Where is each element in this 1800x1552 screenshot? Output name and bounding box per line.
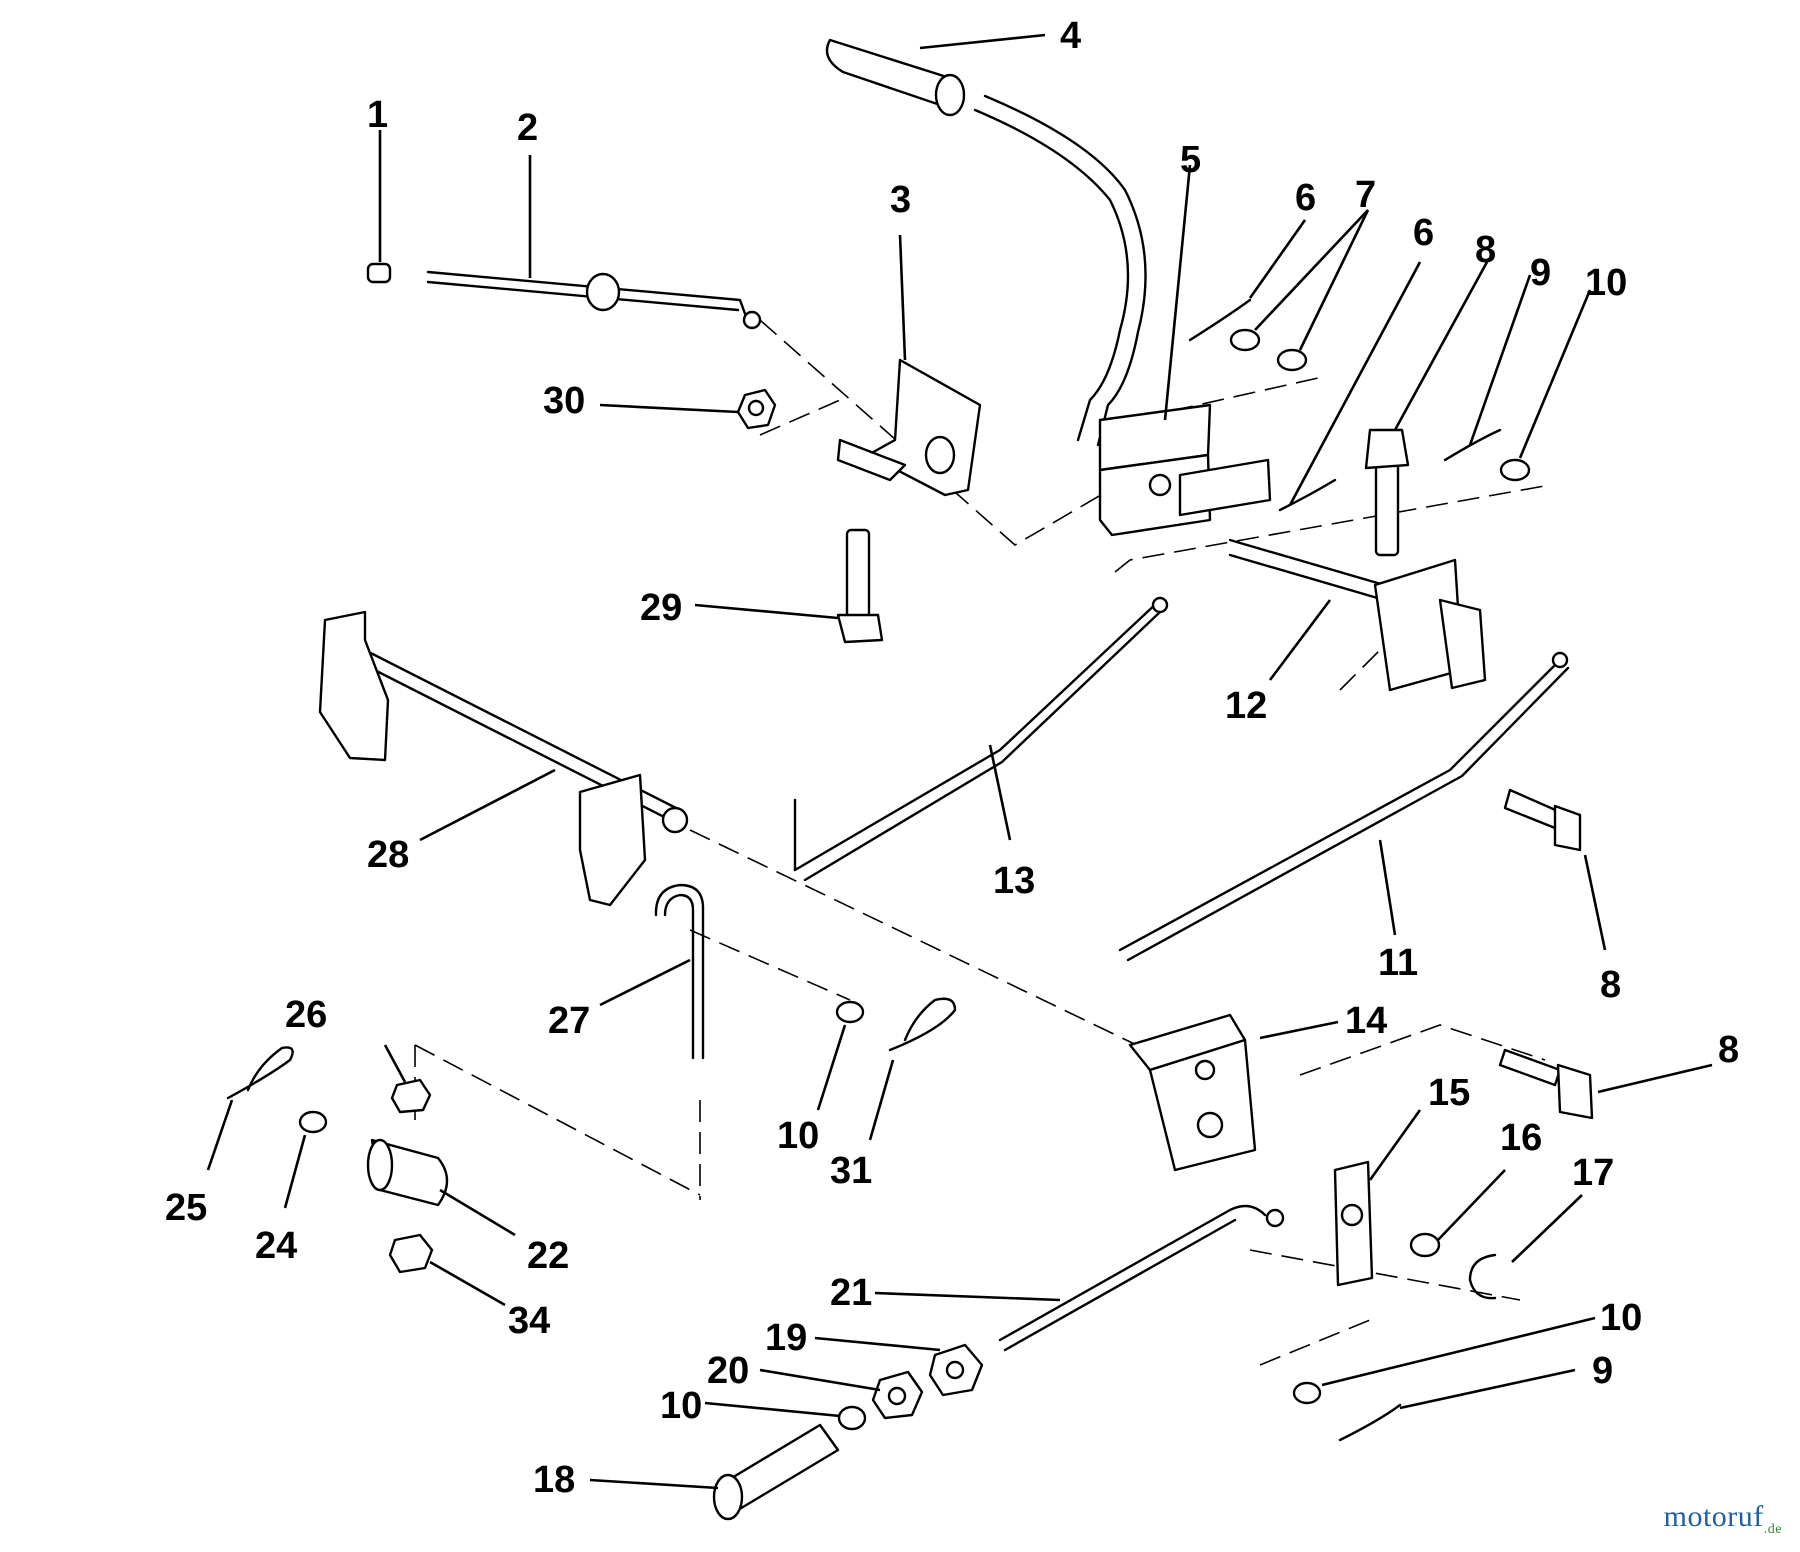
part-10-washer-middle	[835, 1000, 865, 1024]
part-1-pin	[366, 262, 392, 284]
callout-8-c: 8	[1718, 1029, 1739, 1071]
callout-4: 4	[1060, 15, 1081, 57]
callout-3: 3	[890, 179, 911, 221]
part-12-shaft	[1178, 458, 1487, 692]
part-34-nut	[388, 1233, 434, 1274]
part-19-nut	[928, 1343, 984, 1397]
part-20-nut	[871, 1370, 924, 1420]
callout-8-b: 8	[1600, 964, 1621, 1006]
callout-21: 21	[830, 1272, 872, 1314]
leader-lines	[206, 33, 1713, 1490]
callout-10-c: 10	[660, 1385, 702, 1427]
callout-12: 12	[1225, 685, 1267, 727]
watermark-tld: .de	[1763, 1522, 1782, 1537]
part-17-e-clip	[1468, 1253, 1497, 1300]
callout-10-b: 10	[777, 1115, 819, 1157]
part-8-bolt-lower	[1498, 1048, 1594, 1120]
part-10-washer-lower	[837, 1405, 867, 1431]
part-11-long-rod	[1118, 651, 1570, 962]
part-27-j-bolt	[654, 883, 705, 1060]
part-10-washer-upper	[1499, 458, 1531, 482]
callout-16: 16	[1500, 1117, 1542, 1159]
part-28-shaft	[318, 610, 689, 907]
part-6-cotter-pins	[1188, 298, 1502, 512]
callout-20: 20	[707, 1350, 749, 1392]
callout-19: 19	[765, 1317, 807, 1359]
part-21-threaded-rod	[998, 1204, 1285, 1352]
part-8-bolt-upper	[1364, 428, 1410, 557]
callout-29: 29	[640, 587, 682, 629]
part-14-bracket	[1128, 1013, 1257, 1172]
watermark-brand: motoruf	[1663, 1500, 1764, 1533]
callout-6-b: 6	[1413, 212, 1434, 254]
callout-9-b: 9	[1592, 1350, 1613, 1392]
callout-28: 28	[367, 834, 409, 876]
part-29-bolt	[836, 528, 884, 644]
callout-10-d: 10	[1600, 1297, 1642, 1339]
part-7-washers	[1229, 328, 1308, 372]
part-25-clip	[226, 1046, 294, 1100]
callout-25: 25	[165, 1187, 207, 1229]
callout-24: 24	[255, 1225, 297, 1267]
part-18-spring	[712, 1423, 840, 1521]
callout-labels: 1 2 3 4 5 6 7 6 8 9 10 30 29 12 28 13 11…	[165, 15, 1739, 1501]
callout-2: 2	[517, 107, 538, 149]
part-22-swivel	[366, 1138, 449, 1207]
callout-31: 31	[830, 1150, 872, 1192]
part-4-lever-handle	[825, 38, 1147, 447]
part-2-rod	[426, 270, 762, 330]
callout-10-a: 10	[1585, 262, 1627, 304]
part-24-washer	[298, 1110, 328, 1134]
part-30-nut	[736, 388, 777, 430]
part-15-plate	[1333, 1160, 1374, 1287]
callout-7: 7	[1355, 174, 1376, 216]
part-31-clip	[888, 997, 957, 1052]
part-3-bracket	[836, 358, 982, 497]
part-13-link-rod	[793, 596, 1169, 882]
callout-26: 26	[285, 994, 327, 1036]
part-8-bolt-middle	[1503, 788, 1582, 852]
callout-11: 11	[1378, 942, 1418, 984]
callout-5: 5	[1180, 139, 1201, 181]
callout-6-a: 6	[1295, 177, 1316, 219]
callout-14: 14	[1345, 1000, 1387, 1042]
callout-15: 15	[1428, 1072, 1470, 1114]
part-10-washer-bottom	[1292, 1381, 1322, 1405]
part-26-nut	[390, 1078, 432, 1114]
part-9-cotter-pin	[1338, 1403, 1402, 1442]
callout-1: 1	[367, 94, 388, 136]
callout-30: 30	[543, 380, 585, 422]
callout-27: 27	[548, 1000, 590, 1042]
callout-22: 22	[527, 1235, 569, 1277]
callout-17: 17	[1572, 1152, 1614, 1194]
part-16-washer	[1409, 1232, 1441, 1258]
watermark-logo: motoruf.de	[1664, 1500, 1782, 1538]
callout-8-a: 8	[1475, 229, 1496, 271]
callout-34: 34	[508, 1300, 550, 1342]
callout-9-a: 9	[1530, 252, 1551, 294]
callout-18: 18	[533, 1459, 575, 1501]
callout-13: 13	[993, 860, 1035, 902]
part-5-mount-plate	[1098, 403, 1212, 537]
